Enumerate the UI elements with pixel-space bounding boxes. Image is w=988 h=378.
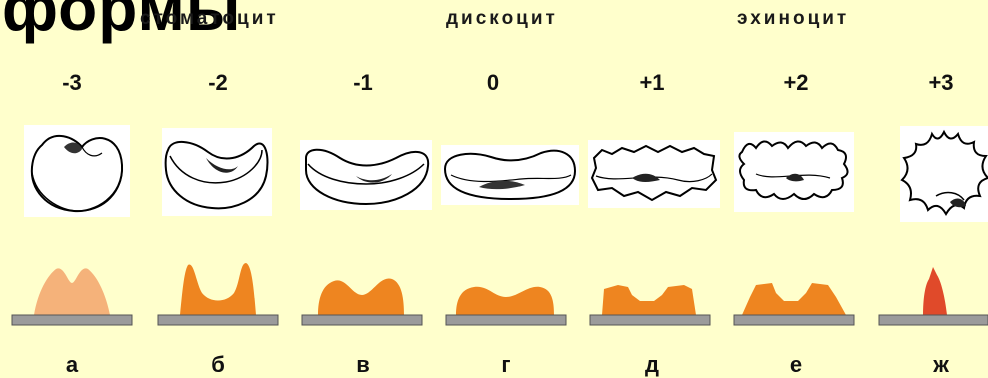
letter-label: в	[343, 352, 383, 378]
stage-label: +3	[911, 70, 971, 96]
letter-label: е	[776, 352, 816, 378]
stage-label: -2	[188, 70, 248, 96]
profile-discocyte-1	[300, 255, 424, 330]
profile-echinocyte-1	[588, 255, 712, 330]
letter-label: ж	[921, 352, 961, 378]
discocyte-label: дискоцит	[446, 8, 558, 30]
profile-echinocyte-2	[732, 255, 856, 330]
profile-discocyte	[444, 255, 568, 330]
letter-label: г	[486, 352, 526, 378]
profile-echinocyte-3	[877, 255, 988, 330]
profile-stomatocyte-3	[10, 255, 134, 330]
profile-stomatocyte-2	[156, 255, 280, 330]
cell-drawing-stomatocyte-2	[162, 128, 272, 216]
stage-label: -3	[42, 70, 102, 96]
stage-label: +2	[766, 70, 826, 96]
stage-label: -1	[333, 70, 393, 96]
cell-drawing-echinocyte-3	[900, 126, 988, 222]
cell-drawing-discocyte-1	[300, 140, 432, 210]
letter-label: б	[198, 352, 238, 378]
cell-drawing-discocyte	[441, 145, 579, 205]
stage-label: 0	[463, 70, 523, 96]
letter-label: д	[632, 352, 672, 378]
cell-drawing-echinocyte-1	[588, 140, 720, 208]
letter-label: а	[52, 352, 92, 378]
cell-drawing-stomatocyte-3	[24, 125, 130, 217]
echinocyte-label: эхиноцит	[737, 8, 849, 30]
stomatocyte-label: стоматоцит	[140, 8, 279, 30]
stage-label: +1	[622, 70, 682, 96]
cell-drawing-echinocyte-2	[734, 132, 854, 212]
